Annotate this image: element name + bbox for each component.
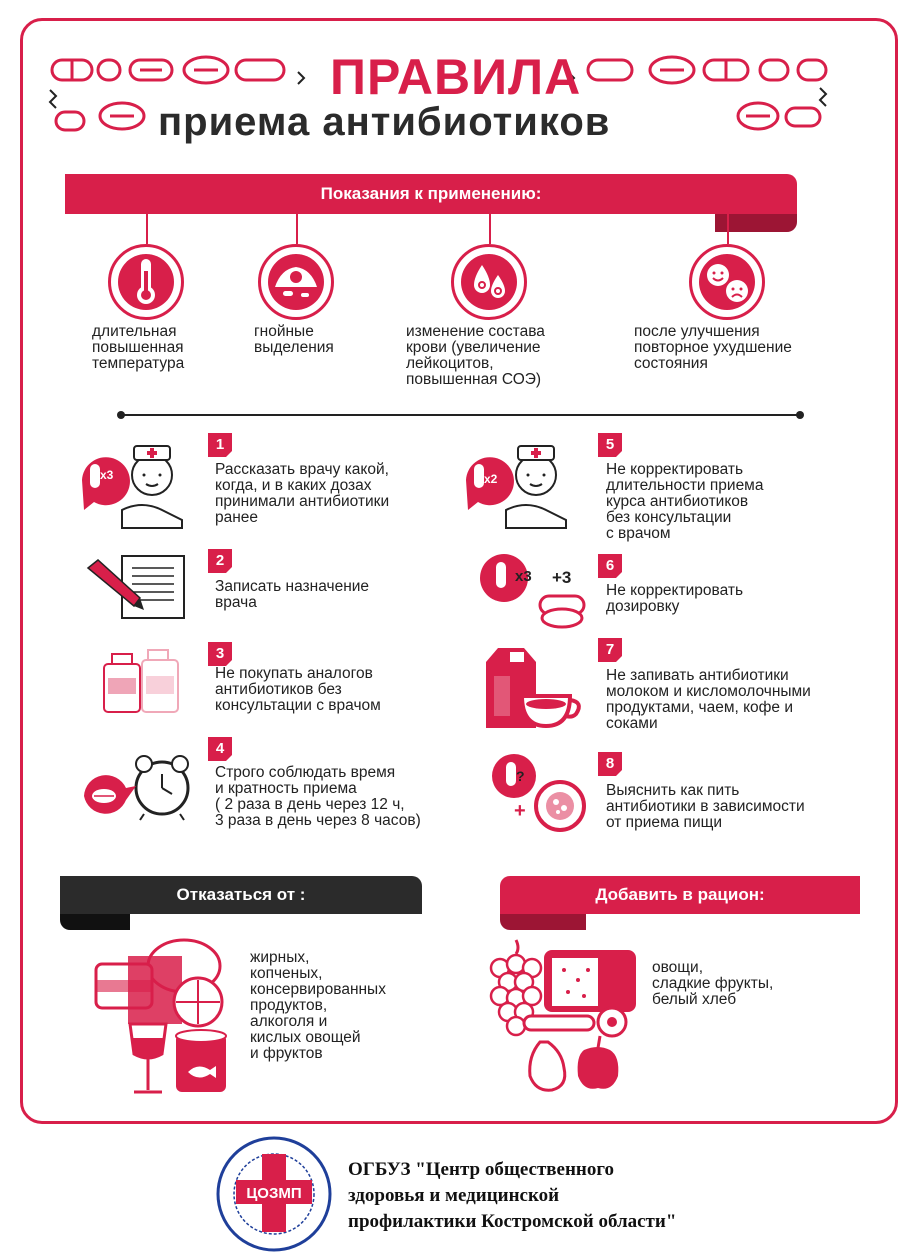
mood-faces-icon (689, 244, 765, 320)
rule-number: 7 (598, 638, 622, 662)
indication-text-4: после улучшения повторное ухудшение сост… (634, 323, 792, 372)
indication-text-2: гнойные выделения (254, 323, 334, 356)
avoid-list: жирных, копченых, консервированных проду… (250, 949, 386, 1062)
rule-text-2: Записать назначение врача (215, 578, 370, 611)
blood-drops-icon (451, 244, 527, 320)
pills-decoration (48, 55, 828, 132)
add-ribbon-tail (500, 914, 586, 930)
unhealthy-food-icon (94, 938, 227, 1094)
add-heading: Добавить в рацион: (595, 885, 765, 904)
rule-number: 5 (598, 433, 622, 457)
doctor-icon (82, 445, 183, 529)
badge-times: x3 (100, 468, 114, 482)
dosage-icon (480, 554, 586, 629)
divider-dot (117, 411, 125, 419)
rule-text-8: Выяснить как пить антибиотики в зависимо… (606, 782, 805, 831)
logo-text: ЦОЗМП (246, 1185, 301, 1202)
avoid-ribbon-tail (60, 914, 130, 930)
prescription-icon (86, 555, 185, 619)
pus-icon (258, 244, 334, 320)
badge-question: ? (516, 768, 525, 784)
title-subtitle: приема антибиотиков (158, 100, 611, 144)
connector-line (727, 214, 729, 244)
indication-text-3: изменение состава крови (увеличение лейк… (406, 323, 545, 388)
avoid-heading: Отказаться от : (176, 885, 306, 904)
badge-times: x2 (484, 472, 498, 486)
rule-text-6: Не корректировать дозировку (606, 582, 744, 615)
rule-text-4: Строго соблюдать время и кратность прием… (215, 764, 421, 829)
indication-text-1: длительная повышенная температура (92, 323, 185, 372)
connector-line (296, 214, 298, 244)
connector-line (489, 214, 491, 244)
rule-number: 1 (208, 433, 232, 457)
title-rules: ПРАВИЛА (330, 49, 582, 105)
rule-text-3: Не покупать аналогов антибиотиков без ко… (215, 665, 381, 714)
section-divider (120, 414, 800, 416)
organization-logo: ЦОЗМП (216, 1136, 332, 1252)
thermometer-icon (108, 244, 184, 320)
rule-number: 2 (208, 549, 232, 573)
add-list: овощи, сладкие фрукты, белый хлеб (652, 959, 774, 1008)
rule-text-7: Не запивать антибиотики молоком и кислом… (606, 667, 811, 732)
rule-text-1: Рассказать врачу какой, когда, и в каких… (215, 461, 390, 526)
organization-name: ОГБУЗ "Центр общественного здоровья и ме… (348, 1159, 677, 1232)
indications-heading: Показания к применению: (320, 184, 542, 203)
rule-text-5: Не корректировать длительности приема ку… (606, 461, 764, 542)
pill-food-icon (492, 754, 586, 832)
badge-plus: +3 (552, 568, 572, 587)
rule-number: 6 (598, 554, 622, 578)
milk-cup-icon (486, 648, 581, 729)
indications-ribbon (65, 174, 797, 214)
rule-number: 3 (208, 642, 232, 666)
rule-number: 4 (208, 737, 232, 761)
healthy-food-icon (489, 939, 636, 1092)
badge-plus: + (514, 800, 526, 822)
divider-dot (796, 411, 804, 419)
badge-times: x3 (515, 568, 532, 585)
connector-line (146, 214, 148, 244)
avoid-ribbon (60, 876, 422, 914)
ribbon-tail (715, 214, 797, 232)
bottles-icon (103, 649, 179, 713)
rule-number: 8 (598, 752, 622, 776)
alarm-clock-icon (84, 755, 190, 821)
doctor-icon (466, 445, 567, 529)
add-ribbon (500, 876, 860, 914)
